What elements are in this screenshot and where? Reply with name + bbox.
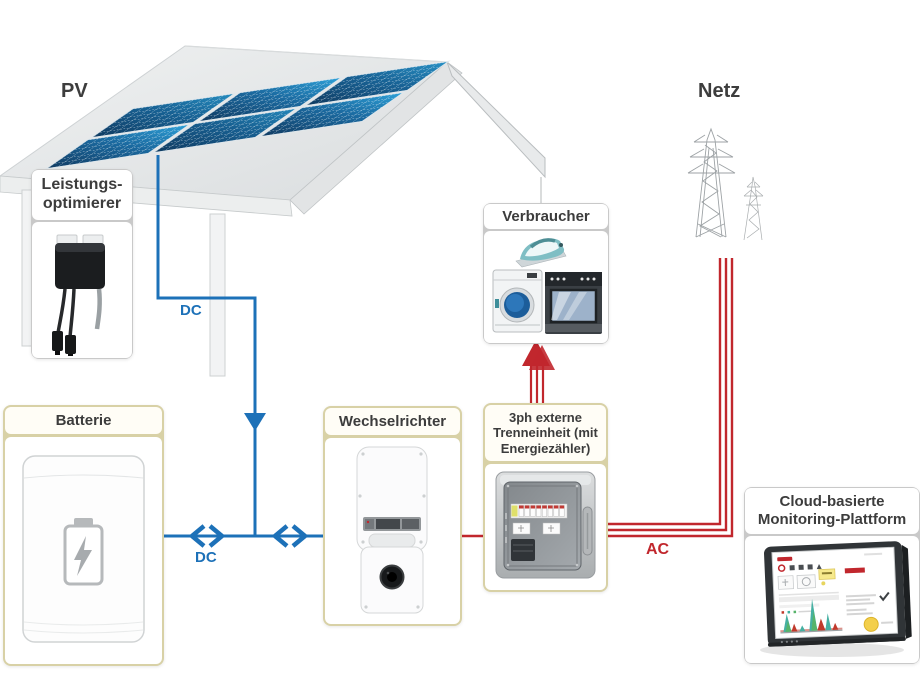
inverter-title: Wechselrichter (325, 408, 460, 435)
inverter-group: Wechselrichter (323, 406, 462, 626)
netz-label: Netz (698, 80, 741, 102)
cloud-monitoring-title: Cloud-basierte Monitoring-Plattform (745, 488, 919, 534)
battery-group: Batterie (3, 405, 164, 666)
dc-lines (156, 155, 323, 548)
dc-arrow-icon (244, 413, 266, 431)
disconnect-unit-group: 3ph externe Trenneinheit (mit Energiezäh… (483, 403, 608, 592)
cloud-monitoring-image (745, 536, 919, 663)
disconnect-unit-icon (495, 471, 596, 579)
appliances-icon (492, 238, 602, 334)
solar-panel-module (258, 91, 406, 138)
ac-arrow-icon (529, 345, 555, 370)
solar-panel-module (196, 76, 344, 123)
consumers-title: Verbraucher (484, 204, 608, 229)
bidirectional-arrow-icon (271, 524, 309, 548)
cloud-monitoring-title-line2: Monitoring-Plattform (757, 511, 907, 528)
power-pylon-icon (687, 127, 736, 238)
power-pylon-icon (743, 176, 764, 241)
washing-machine-icon (492, 269, 543, 333)
power-optimizer-title-line1: Leistungs- (41, 176, 123, 194)
dc-roof-label: DC (180, 302, 202, 319)
solar-panel-module (89, 92, 237, 139)
pv-label: PV (61, 80, 88, 102)
solar-panel-module (151, 107, 299, 154)
power-optimizer-title-line2: optimierer (42, 195, 122, 212)
power-optimizer-image (32, 222, 132, 358)
bidirectional-arrow-icon (188, 524, 226, 548)
battery-title: Batterie (5, 407, 162, 434)
power-optimizer-group: Leistungs- optimierer (31, 169, 133, 359)
power-optimizer-icon (52, 234, 105, 356)
ac-lines (458, 258, 734, 538)
battery-image (5, 437, 162, 664)
disconnect-unit-title: 3ph externe Trenneinheit (mit Energiezäh… (485, 405, 606, 461)
disconnect-unit-title-line1: 3ph externe (509, 410, 582, 425)
ac-label: AC (646, 541, 670, 558)
roof-post (209, 213, 226, 377)
tablet-monitoring-icon (760, 541, 912, 657)
stove-icon (545, 272, 602, 334)
disconnect-unit-title-line2: Trenneinheit (mit (493, 425, 598, 441)
disconnect-unit-image (485, 464, 606, 590)
power-optimizer-title: Leistungs- optimierer (32, 170, 132, 220)
solar-panel-array (44, 60, 451, 170)
inverter-icon (356, 446, 428, 614)
inverter-image (325, 438, 460, 624)
disconnect-unit-title-line3: Energiezähler) (500, 440, 591, 456)
consumers-image (484, 231, 608, 343)
cloud-monitoring-group: Cloud-basierte Monitoring-Plattform (744, 487, 920, 664)
battery-icon (22, 455, 145, 643)
consumers-group: Verbraucher (483, 203, 609, 344)
cloud-monitoring-title-line1: Cloud-basierte (779, 493, 885, 511)
solar-panel-module (303, 60, 451, 107)
iron-icon (515, 238, 567, 268)
solar-panel-module (44, 123, 192, 170)
dc-battery-label: DC (195, 549, 217, 566)
